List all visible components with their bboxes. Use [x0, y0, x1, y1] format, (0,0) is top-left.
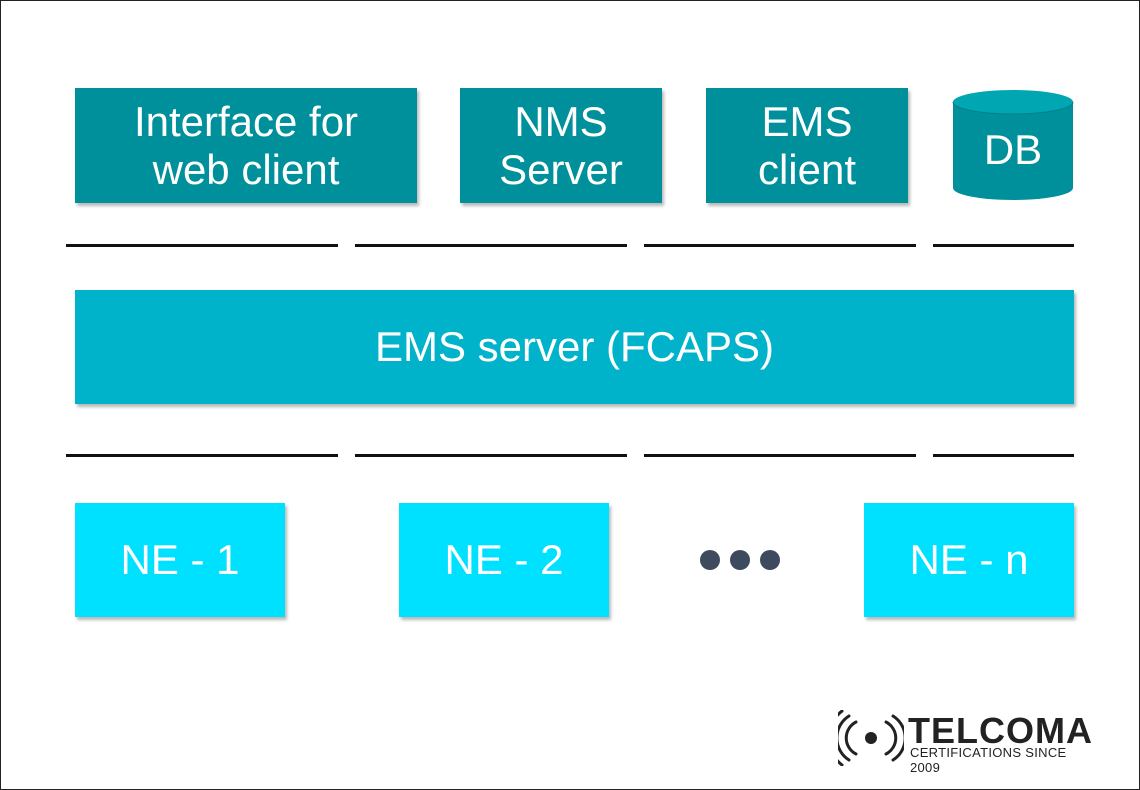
telcoma-logo: TELCOMA CERTIFICATIONS SINCE 2009 [827, 709, 1098, 775]
db-cylinder-icon [952, 90, 1074, 200]
separator-line [66, 244, 338, 247]
ems-server-label: EMS server (FCAPS) [374, 323, 775, 370]
ne-1-label: NE - 1 [120, 536, 240, 583]
nms-server-label: NMS Server [499, 97, 623, 193]
ne-n-box: NE - n [864, 503, 1074, 617]
interface-box-label: Interface for web client [133, 97, 359, 193]
signal-broadcast-icon [827, 709, 907, 767]
ne-2-box: NE - 2 [399, 503, 609, 617]
ne-2-label: NE - 2 [444, 536, 564, 583]
separator-line [933, 244, 1074, 247]
ellipsis-dots-icon [700, 548, 784, 572]
separator-line [66, 454, 338, 457]
db-cylinder: DB [951, 88, 1075, 204]
ems-server-box: EMS server (FCAPS) [75, 290, 1074, 404]
ems-client-box: EMS client [706, 88, 908, 203]
interface-for-web-client-box: Interface for web client [75, 88, 417, 203]
logo-tagline: CERTIFICATIONS SINCE 2009 [910, 745, 1067, 775]
separator-line [933, 454, 1074, 457]
nms-server-box: NMS Server [460, 88, 662, 203]
ne-n-label: NE - n [909, 536, 1029, 583]
separator-line [355, 454, 627, 457]
ems-client-label: EMS client [757, 97, 857, 193]
separator-line [644, 454, 916, 457]
ne-1-box: NE - 1 [75, 503, 285, 617]
logo-wordmark: TELCOMA [908, 710, 1093, 751]
db-label: DB [983, 126, 1043, 173]
separator-line [644, 244, 916, 247]
separator-line [355, 244, 627, 247]
